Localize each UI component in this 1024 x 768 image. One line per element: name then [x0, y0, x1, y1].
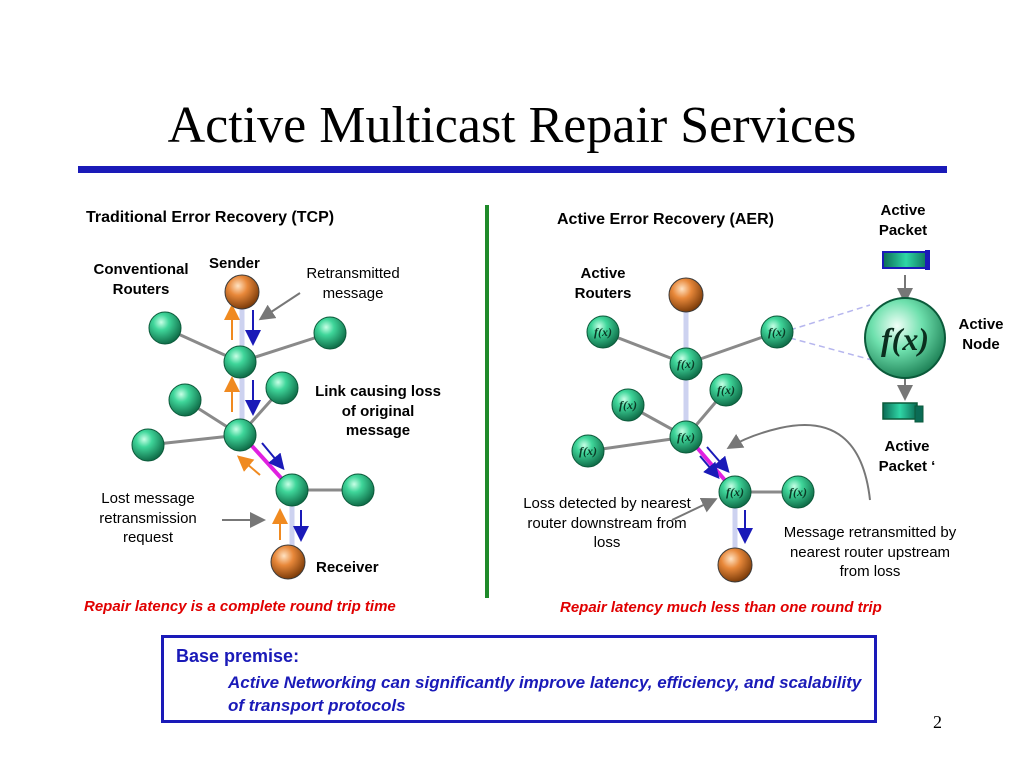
- active-packet-label: Active Packet: [878, 202, 928, 239]
- active-node-zoom: f(x): [864, 297, 946, 379]
- sender-label: Sender: [209, 255, 260, 272]
- aer-latency-note: Repair latency much less than one round …: [560, 599, 882, 616]
- zoom-lines: [789, 304, 873, 361]
- receiver-node: [270, 544, 306, 580]
- active-router-node: f(x): [611, 388, 645, 422]
- tcp-heading: Traditional Error Recovery (TCP): [86, 209, 335, 226]
- active-packet-icon: [882, 250, 930, 270]
- active-node-label: Active Node: [958, 316, 1004, 353]
- slide-title: Active Multicast Repair Services: [167, 97, 857, 154]
- loss-link-label: Link causing loss of original message: [315, 383, 441, 439]
- svg-text:f(x): f(x): [579, 444, 597, 458]
- svg-text:f(x): f(x): [881, 321, 929, 357]
- svg-text:f(x): f(x): [677, 357, 695, 371]
- router-node: [168, 383, 202, 417]
- premise-heading: Base premise:: [176, 646, 300, 666]
- svg-text:f(x): f(x): [789, 485, 807, 499]
- sender-node: [668, 277, 704, 313]
- retransmission-request-label: Lost message retransmission request: [99, 490, 197, 546]
- receiver-node: [717, 547, 753, 583]
- active-router-node: f(x): [669, 347, 703, 381]
- router-node: [131, 428, 165, 462]
- receiver-label: Receiver: [316, 559, 379, 576]
- retransmitted-message-label: Retransmitted message: [306, 265, 400, 302]
- panel-divider: [485, 205, 489, 598]
- aer-heading: Active Error Recovery (AER): [557, 211, 774, 228]
- aer-nodes: f(x) f(x) f(x) f(x) f(x) f(x) f(x) f(x) …: [571, 277, 815, 583]
- tcp-latency-note: Repair latency is a complete round trip …: [84, 598, 396, 615]
- svg-text:f(x): f(x): [619, 398, 637, 412]
- active-router-node: f(x): [718, 475, 752, 509]
- base-premise-box: Base premise: Active Networking can sign…: [161, 635, 877, 723]
- router-node: [223, 345, 257, 379]
- router-node: [275, 473, 309, 507]
- active-router-node: f(x): [571, 434, 605, 468]
- message-retransmitted-label: Message retransmitted by nearest router …: [783, 524, 957, 580]
- conventional-routers-label: Conventional Routers: [93, 261, 189, 298]
- tcp-arrows: [222, 292, 309, 542]
- router-node: [148, 311, 182, 345]
- page-number: 2: [933, 712, 942, 732]
- router-node: [313, 316, 347, 350]
- active-routers-label: Active Routers: [574, 265, 632, 302]
- svg-text:f(x): f(x): [768, 325, 786, 339]
- title-underline: [78, 166, 947, 173]
- tcp-nodes: [131, 274, 375, 580]
- svg-text:f(x): f(x): [717, 383, 735, 397]
- premise-body: Active Networking can significantly impr…: [228, 673, 862, 715]
- svg-text:f(x): f(x): [594, 325, 612, 339]
- svg-text:f(x): f(x): [726, 485, 744, 499]
- active-router-node: f(x): [709, 373, 743, 407]
- active-packet-prime-icon: [882, 402, 924, 423]
- active-router-node: f(x): [781, 475, 815, 509]
- router-node: [265, 371, 299, 405]
- active-router-node: f(x): [760, 315, 794, 349]
- active-router-node: f(x): [586, 315, 620, 349]
- sender-node: [224, 274, 260, 310]
- active-router-node: f(x): [669, 420, 703, 454]
- router-node: [223, 418, 257, 452]
- loss-detected-label: Loss detected by nearest router downstre…: [523, 495, 691, 551]
- active-packet-prime-label: Active Packet ‘: [878, 438, 936, 475]
- svg-text:f(x): f(x): [677, 430, 695, 444]
- router-node: [341, 473, 375, 507]
